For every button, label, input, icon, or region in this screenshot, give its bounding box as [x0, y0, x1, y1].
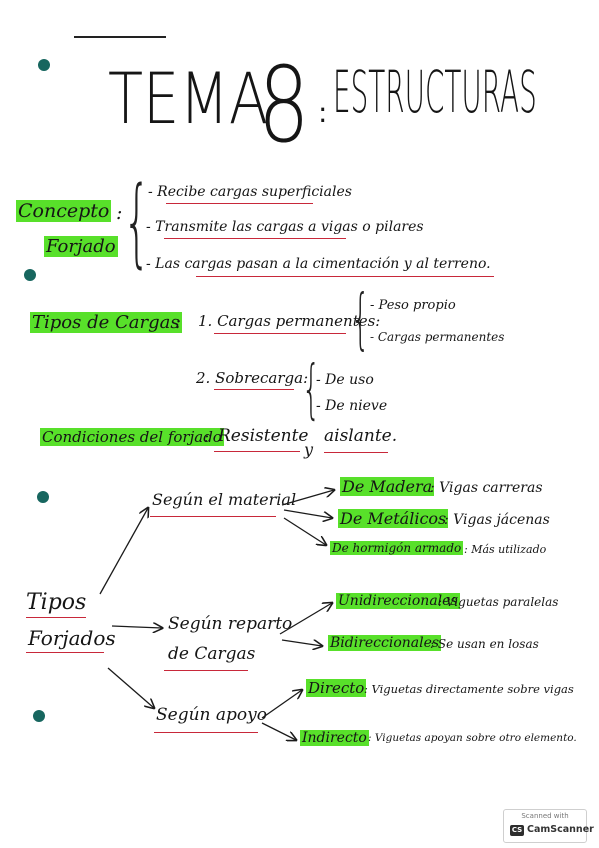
- material-metalicos-desc: : Vigas jácenas: [444, 512, 550, 528]
- tipos-cargas-colon: :: [175, 312, 182, 333]
- punch-hole-3: [37, 491, 49, 503]
- segun-apoyo-underline: [154, 732, 258, 733]
- concepto-item-1: - Recibe cargas superficiales: [148, 184, 352, 200]
- sobrecarga-underline: [214, 389, 294, 390]
- concepto-underline-3: [196, 276, 494, 277]
- tipos-forjados-label-1: Tipos: [26, 590, 87, 615]
- arrow-hormigon: [283, 517, 326, 545]
- punch-hole-4: [33, 710, 45, 722]
- apoyo-directo-name: Directo: [306, 679, 367, 697]
- peso-propio: - Peso propio: [370, 298, 456, 313]
- condiciones-label: Condiciones del forjado: [40, 428, 224, 446]
- sobrecarga-label: 2. Sobrecarga:: [196, 369, 309, 387]
- arrow-bidireccionales: [281, 639, 322, 646]
- title-number: 8: [258, 44, 310, 166]
- punch-hole-1: [38, 59, 50, 71]
- segun-reparto-label-1: Según reparto: [168, 614, 293, 634]
- resistente-underline: [214, 451, 300, 452]
- arrow-indirecto: [261, 722, 296, 740]
- arrow-to-apoyo: [107, 667, 154, 708]
- segun-reparto-label-2: de Cargas: [168, 644, 256, 664]
- arrow-metalicos: [283, 509, 332, 518]
- arrow-directo: [261, 690, 302, 719]
- reparto-bi-name: Bidireccionales: [328, 635, 442, 651]
- arrow-madera: [281, 490, 334, 506]
- forjado-label: Forjado: [44, 236, 118, 257]
- concepto-underline-1: [166, 203, 313, 204]
- concepto-item-3: - Las cargas pasan a la cimentación y al…: [146, 256, 491, 272]
- concepto-colon: :: [116, 202, 123, 224]
- concepto-underline-2: [164, 238, 346, 239]
- apoyo-directo-desc: : Viguetas directamente sobre vigas: [364, 682, 574, 696]
- segun-apoyo-label: Según apoyo: [156, 705, 267, 725]
- segun-material-label: Según el material: [152, 490, 297, 509]
- arrow-to-material: [99, 508, 148, 595]
- apoyo-indirecto-name: Indirecto: [300, 730, 369, 746]
- camscanner-brand: CamScanner: [527, 824, 594, 835]
- arrow-to-reparto: [111, 626, 162, 628]
- title-separator: :: [318, 96, 328, 129]
- forjados-underline: [26, 652, 104, 653]
- tipos-forjados-label-2: Forjados: [28, 626, 116, 650]
- reparto-uni-desc: : Viguetas paralelas: [438, 595, 559, 609]
- material-metalicos-name: De Metálicos: [338, 509, 449, 528]
- reparto-uni-name: Unidireccionales: [336, 593, 460, 609]
- material-madera-desc: : Vigas carreras: [430, 480, 543, 496]
- concepto-item-2: - Transmite las cargas a vigas o pilares: [146, 219, 424, 235]
- cargas-permanentes-label: 1. Cargas permanentes:: [198, 312, 381, 330]
- condiciones-resistente: Resistente: [218, 426, 309, 446]
- title-rule: [74, 36, 166, 38]
- segun-reparto-underline: [164, 670, 248, 671]
- condiciones-aislante: aislante.: [324, 426, 398, 446]
- cargas-permanentes-brace: {: [351, 280, 370, 357]
- sobrecarga-brace: {: [302, 353, 321, 427]
- punch-hole-2: [24, 269, 36, 281]
- title-tema: TEMA: [108, 58, 269, 140]
- material-hormigon-name: De hormigón armado: [330, 541, 464, 555]
- reparto-bi-desc: : Se usan en losas: [430, 637, 539, 651]
- cargas-permanentes-sub: - Cargas permanentes: [370, 330, 505, 344]
- segun-material-underline: [150, 516, 276, 517]
- cargas-permanentes-underline: [214, 333, 346, 334]
- aislante-underline: [324, 452, 388, 453]
- tipos-underline: [26, 617, 86, 618]
- tipos-cargas-label: Tipos de Cargas: [30, 312, 182, 333]
- title-estructuras: ESTRUCTURAS: [333, 58, 537, 126]
- material-madera-name: De Madera: [340, 477, 435, 496]
- camscanner-logo-icon: CS: [510, 825, 524, 836]
- scanned-with-text: Scanned with: [521, 812, 569, 820]
- condiciones-y: y: [304, 440, 314, 459]
- apoyo-indirecto-desc: : Viguetas apoyan sobre otro elemento.: [368, 732, 577, 744]
- sobrecarga-nieve: - De nieve: [316, 398, 388, 414]
- condiciones-colon: :: [204, 428, 210, 446]
- arrow-unidireccionales: [279, 603, 332, 635]
- material-hormigon-desc: : Más utilizado: [464, 543, 547, 556]
- concepto-label: Concepto: [16, 200, 112, 222]
- camscanner-badge: Scanned with CS CamScanner: [503, 809, 594, 843]
- concepto-brace: {: [123, 166, 151, 278]
- sobrecarga-uso: - De uso: [316, 372, 374, 388]
